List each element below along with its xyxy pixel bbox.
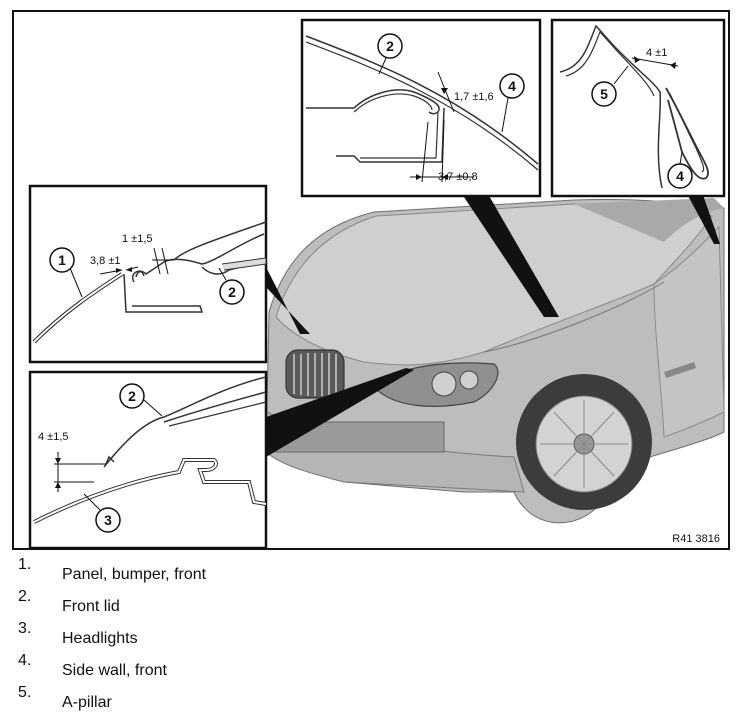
- dim-lid-gap: 1 ±1,5: [122, 233, 153, 245]
- legend-item-label: Front lid: [62, 598, 120, 615]
- legend-item-label: Panel, bumper, front: [62, 566, 207, 583]
- dim-sidewall-offset: 3,7 ±0,8: [438, 171, 478, 183]
- legend-item-label: Headlights: [62, 630, 138, 647]
- front-wheel: [516, 374, 652, 510]
- legend-item: 4. Side wall, front: [18, 652, 718, 684]
- callout-2c: [377, 33, 403, 59]
- callout-5-label: 5: [600, 86, 608, 102]
- legend-item-label: Side wall, front: [62, 662, 167, 679]
- inset-sidewall-apillar-gap: 4 ±1 5 4: [550, 18, 726, 198]
- figure-reference-code: R41 3816: [672, 533, 720, 545]
- callout-2a: [219, 279, 245, 305]
- legend-item-number: 1.: [18, 556, 32, 573]
- callout-4a-label: 4: [508, 78, 516, 94]
- legend-item: 1. Panel, bumper, front: [18, 556, 718, 588]
- callout-2b-label-text: 2: [128, 388, 136, 404]
- legend-item: 5. A-pillar: [18, 684, 718, 716]
- legend-item-number: 2.: [18, 588, 32, 605]
- car-illustration: [265, 198, 725, 524]
- gap-dimensions-figure: 1 ±1,5 3,8 ±1 1 2: [12, 10, 730, 550]
- callout-3-label: 3: [104, 512, 112, 528]
- figure-drawing: 1 ±1,5 3,8 ±1 1 2: [28, 18, 726, 548]
- callout-2a-label: 2: [228, 284, 236, 300]
- callout-2c-label: 2: [386, 38, 394, 54]
- dim-apillar-gap: 4 ±1: [646, 47, 667, 59]
- callout-3: [95, 507, 121, 533]
- kidney-grille: [285, 349, 345, 399]
- legend-item-number: 4.: [18, 652, 32, 669]
- inset-bumper-lid-gap: 1 ±1,5 3,8 ±1 1 2: [28, 184, 268, 364]
- inset-headlight-lid-gap: 4 ±1,5 2 3: [28, 370, 268, 548]
- callout-4b-label: 4: [676, 168, 684, 184]
- legend-item-label: A-pillar: [62, 694, 112, 711]
- pointer-wedges: [266, 192, 720, 457]
- dim-headlight-gap: 4 ±1,5: [38, 431, 69, 443]
- inset-lid-sidewall-gap: 1,7 ±1,6 3,7 ±0,8 2 4: [300, 18, 542, 198]
- callout-4a: [499, 73, 525, 99]
- legend-item: 2. Front lid: [18, 588, 718, 620]
- dim-bumper-gap: 3,8 ±1: [90, 255, 121, 267]
- parts-legend: 1. Panel, bumper, front 2. Front lid 3. …: [18, 556, 718, 716]
- dim-lid-sidewall-gap: 1,7 ±1,6: [454, 91, 494, 103]
- legend-item-number: 5.: [18, 684, 32, 701]
- callout-1-label: 1: [58, 252, 66, 268]
- legend-item: 3. Headlights: [18, 620, 718, 652]
- callout-2b: [119, 383, 145, 409]
- legend-item-number: 3.: [18, 620, 32, 637]
- callout-1: [49, 247, 75, 273]
- callout-5: [591, 81, 617, 107]
